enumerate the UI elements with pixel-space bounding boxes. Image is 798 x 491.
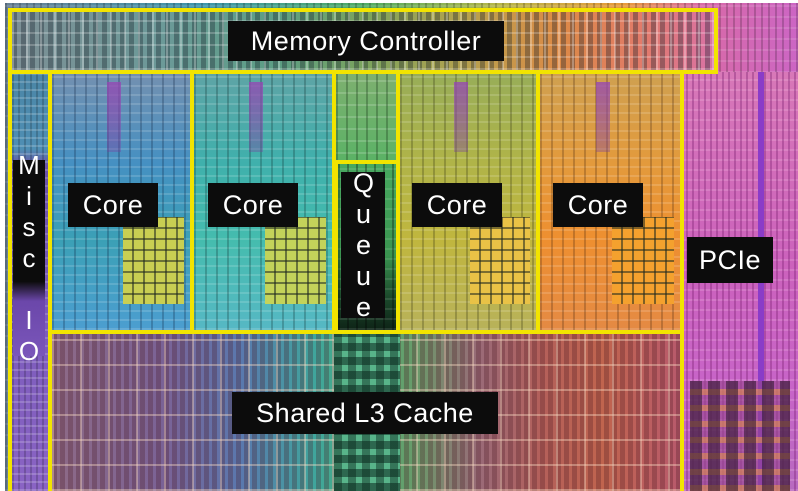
shared-l3-cache-label: Shared L3 Cache	[232, 392, 498, 434]
core-label-1: Core	[68, 183, 158, 227]
memory-controller-label: Memory Controller	[228, 21, 504, 61]
misc-io-label: Misc IO	[13, 149, 45, 367]
core-label-4: Core	[553, 183, 643, 227]
pcie-label: PCIe	[687, 237, 773, 283]
queue-label: Queue	[341, 168, 385, 323]
core-label-3: Core	[412, 183, 502, 227]
core-label-2: Core	[208, 183, 298, 227]
pcie-region	[680, 72, 798, 491]
